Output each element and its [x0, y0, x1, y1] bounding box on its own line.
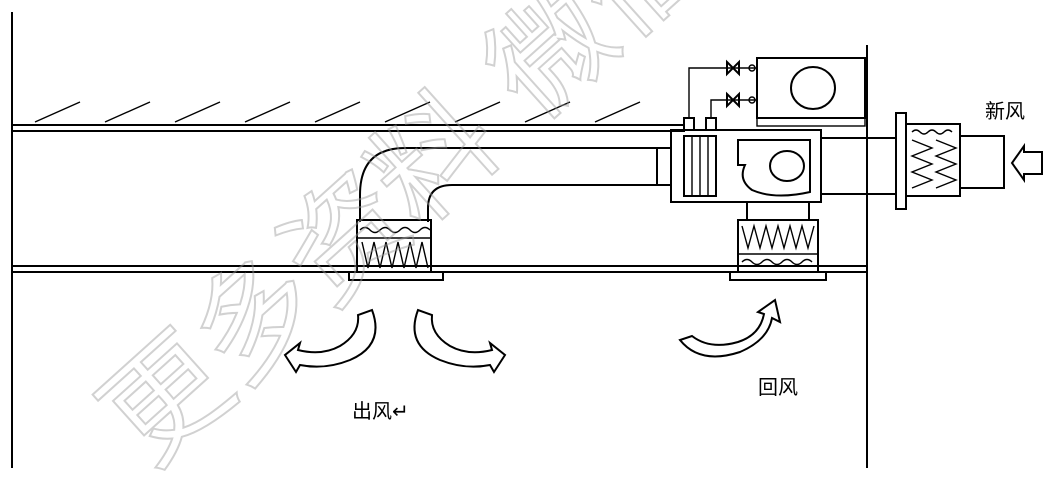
- pipe-upper: [688, 67, 757, 118]
- valve-lower-actuator: [748, 96, 756, 104]
- duct-collar: [656, 147, 672, 186]
- inlet-section: [820, 137, 897, 195]
- valve-lower-icon: [726, 91, 740, 109]
- supply-grille-flange: [348, 271, 444, 281]
- pipe-stub-2: [705, 117, 717, 131]
- supply-duct: [359, 147, 665, 222]
- motor-circle: [790, 66, 836, 110]
- valve-upper-icon: [726, 59, 740, 77]
- watermark: 更多资料 微信扫: [75, 0, 823, 484]
- slab-hatching: [34, 101, 641, 123]
- supply-arrow-left-icon: [283, 308, 377, 374]
- duct-inner-edge: [427, 184, 665, 222]
- pipe-lower: [710, 99, 757, 118]
- supply-diffuser: [348, 219, 444, 281]
- return-plenum: [746, 201, 810, 221]
- supply-arrow-right-icon: [413, 308, 507, 374]
- return-air-label: 回风: [758, 375, 798, 399]
- control-assembly: [688, 57, 866, 127]
- return-grille-flange: [729, 271, 827, 281]
- fan-scroll: [737, 139, 811, 197]
- supply-air-label: 出风↵: [352, 399, 409, 423]
- return-filter-media: [741, 223, 815, 251]
- supply-filter-media: [361, 241, 429, 269]
- valve-upper-actuator: [748, 64, 756, 72]
- fresh-air-label: 新风: [985, 99, 1025, 123]
- diagram-labels: 新风 出风↵ 回风: [352, 99, 1025, 423]
- intake-flange: [895, 112, 907, 210]
- fresh-air-intake: [895, 112, 1043, 210]
- fresh-air-duct: [959, 135, 1005, 189]
- fresh-air-filter-media: [910, 139, 934, 189]
- watermark-text: 更多资料 微信扫: [76, 0, 822, 480]
- airflow-arrows: [283, 298, 782, 374]
- control-box-base: [756, 117, 866, 127]
- duct-outer-edge: [359, 147, 665, 222]
- fresh-air-filter-box: [905, 123, 961, 197]
- return-arrow-icon: [678, 298, 782, 358]
- pipe-stub-1: [683, 117, 695, 131]
- fan-impeller: [769, 150, 805, 182]
- return-grille: [729, 201, 827, 281]
- fan-coil-unit: [656, 117, 897, 203]
- fresh-air-arrow-icon: [1010, 142, 1043, 184]
